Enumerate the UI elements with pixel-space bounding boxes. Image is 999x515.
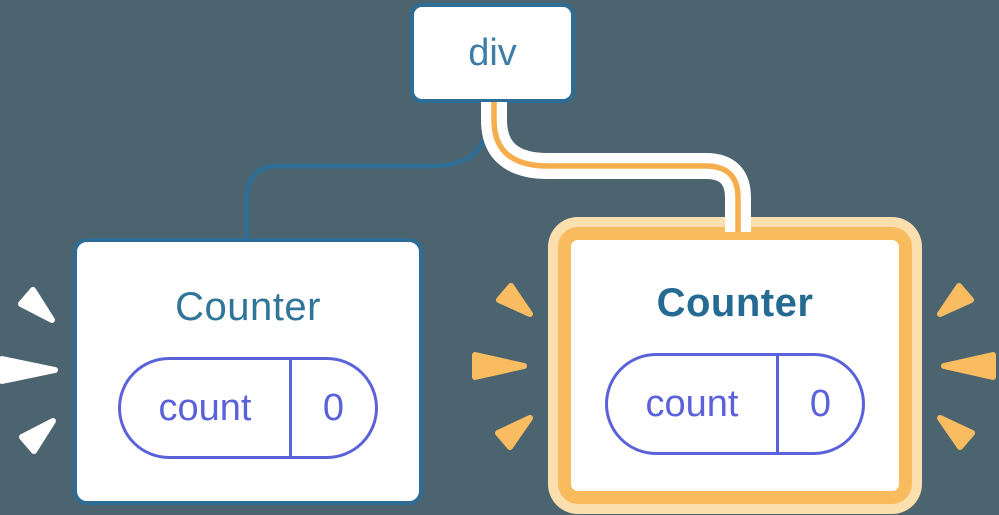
spark-icon-orange-left-top (496, 283, 533, 317)
edge-to-right-counter-casing (481, 102, 751, 232)
spark-icon-white-middle (0, 356, 58, 384)
state-key-left: count (158, 386, 252, 429)
state-value-right: 0 (776, 356, 862, 452)
root-div-node: div (410, 3, 575, 103)
state-pill-left: count 0 (118, 357, 378, 459)
counter-title-right: Counter (656, 281, 814, 325)
counter-title-left: Counter (175, 285, 321, 329)
edge-to-left-counter (244, 102, 492, 240)
edge-to-right-counter (491, 102, 741, 232)
state-key-right: count (645, 382, 739, 425)
spark-icon-white-top (18, 287, 55, 323)
root-div-label: div (468, 32, 517, 74)
spark-icon-orange-left-bottom (495, 415, 533, 450)
spark-icon-orange-right-bottom (937, 415, 975, 450)
state-value-left: 0 (289, 360, 375, 456)
counter-card-left: Counter count 0 (73, 238, 423, 505)
state-pill-right: count 0 (605, 353, 865, 455)
spark-icon-orange-right-top (937, 283, 974, 317)
spark-icon-white-bottom (19, 418, 56, 454)
spark-icon-orange-left-middle (472, 352, 527, 380)
spark-icon-orange-right-middle (941, 352, 996, 380)
counter-card-right-highlighted: Counter count 0 (558, 227, 912, 504)
